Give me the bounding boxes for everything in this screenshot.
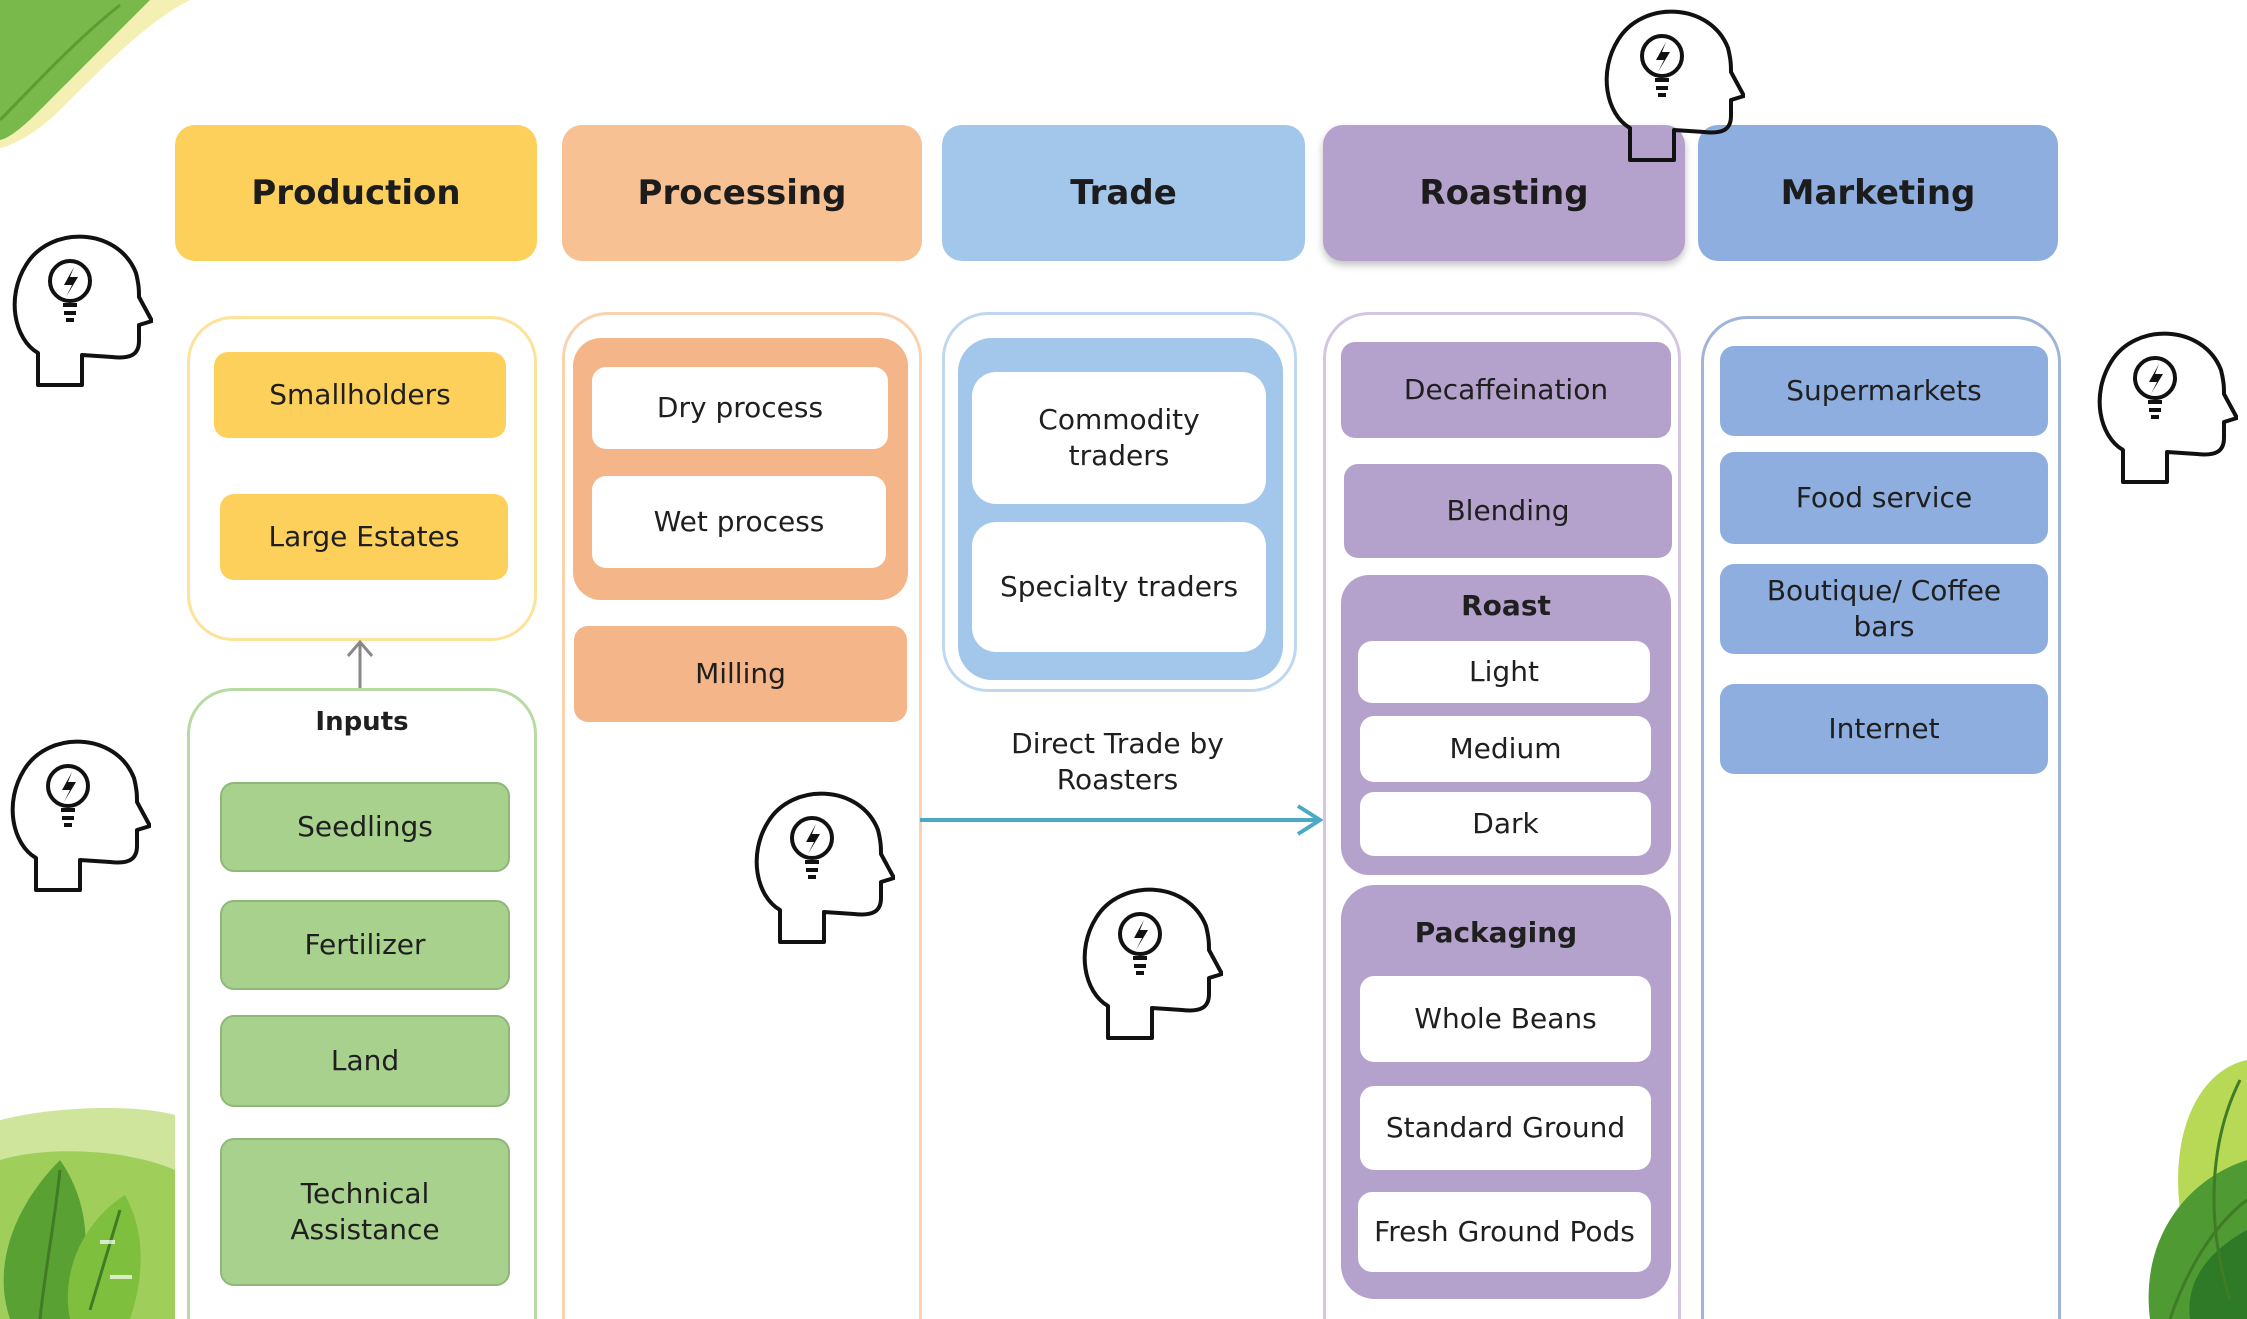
idea-head-icon: [754, 791, 895, 944]
input-seedlings: Seedlings: [220, 782, 510, 872]
roast-medium: Medium: [1360, 716, 1651, 782]
packaging-title: Packaging: [1414, 916, 1578, 949]
packaging-standard-ground: Standard Ground: [1360, 1086, 1651, 1170]
header-production: Production: [175, 125, 537, 261]
header-marketing: Marketing: [1698, 125, 2058, 261]
inputs-to-producers-arrow: [346, 639, 374, 694]
idea-head-icon: [1604, 9, 1745, 162]
leaf-decoration-bottom-left: [0, 1108, 175, 1319]
header-roasting: Roasting: [1323, 125, 1685, 261]
roasting-decaffeination: Decaffeination: [1341, 342, 1671, 438]
roast-light: Light: [1358, 641, 1650, 703]
idea-head-icon: [10, 739, 151, 892]
trader-specialty: Specialty traders: [972, 522, 1266, 652]
process-milling: Milling: [574, 626, 907, 722]
footer-band: [175, 1309, 2090, 1319]
roast-title: Roast: [1461, 589, 1551, 622]
packaging-fresh-ground-pods: Fresh Ground Pods: [1358, 1192, 1651, 1272]
inputs-title: Inputs: [315, 707, 409, 737]
header-processing: Processing: [562, 125, 922, 261]
idea-head-icon: [12, 234, 153, 387]
idea-head-icon: [1082, 887, 1223, 1040]
producer-large-estates: Large Estates: [220, 494, 508, 580]
direct-trade-label: Direct Trade by Roasters: [1011, 727, 1224, 796]
channel-supermarkets: Supermarkets: [1720, 346, 2048, 436]
packaging-whole-beans: Whole Beans: [1360, 976, 1651, 1062]
roast-dark: Dark: [1360, 792, 1651, 856]
channel-internet: Internet: [1720, 684, 2048, 774]
process-wet: Wet process: [592, 476, 886, 568]
trader-commodity: Commodity traders: [972, 372, 1266, 504]
process-dry: Dry process: [592, 367, 888, 449]
input-land: Land: [220, 1015, 510, 1107]
input-technical-assistance: Technical Assistance: [220, 1138, 510, 1286]
leaf-decoration-bottom-right: [2148, 1060, 2247, 1319]
idea-head-icon: [2097, 331, 2238, 484]
header-trade: Trade: [942, 125, 1305, 261]
input-fertilizer: Fertilizer: [220, 900, 510, 990]
leaf-decoration-top-left: [0, 0, 190, 148]
producer-smallholders: Smallholders: [214, 352, 506, 438]
channel-boutique-coffee-bars: Boutique/ Coffee bars: [1720, 564, 2048, 654]
channel-food-service: Food service: [1720, 452, 2048, 544]
direct-trade-arrow: [920, 804, 1324, 836]
roasting-blending: Blending: [1344, 464, 1672, 558]
